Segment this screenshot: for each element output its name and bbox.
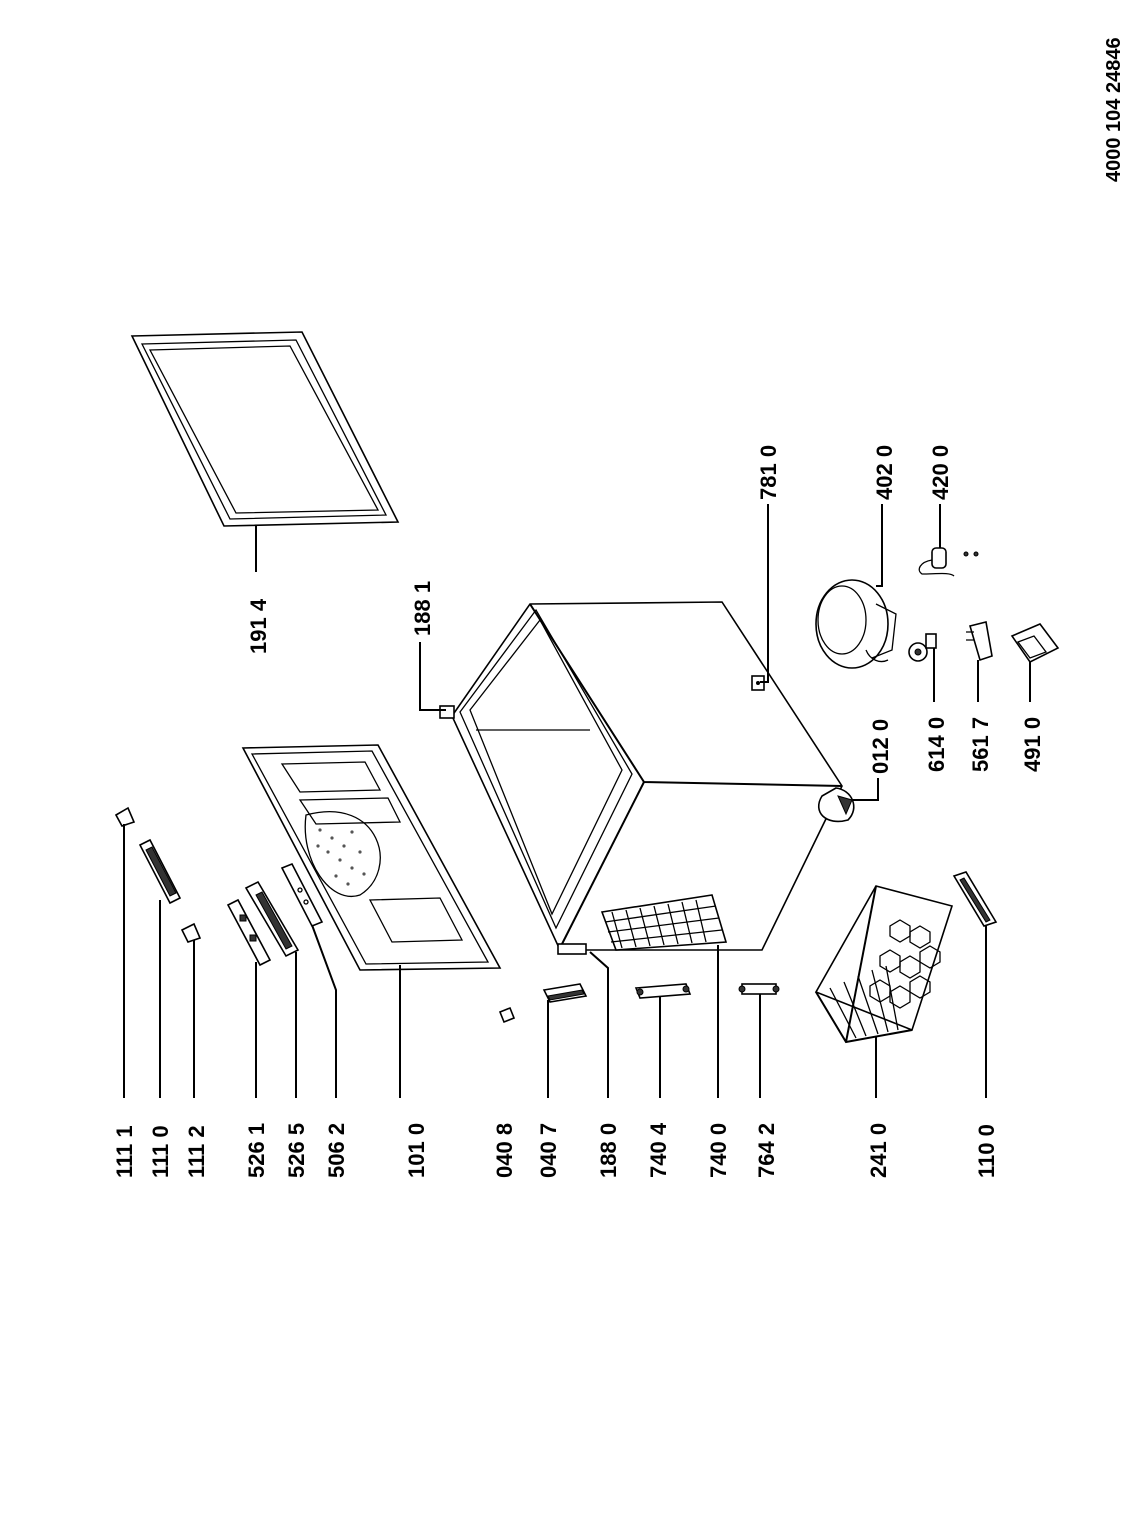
part-040-7	[542, 983, 588, 1003]
foot-part-012-0	[817, 787, 855, 823]
part-label-0408: 040 8	[492, 1123, 517, 1178]
leader-188-0	[589, 951, 609, 1098]
control-part-526-1	[226, 898, 272, 967]
part-label-1112: 111 2	[184, 1125, 209, 1178]
part-label-7400: 740 0	[706, 1123, 731, 1178]
lock-part-506-2	[280, 862, 324, 928]
part-label-1881: 188 1	[410, 581, 435, 636]
part-label-0120: 012 0	[868, 719, 893, 774]
document-number: 4000 104 24846	[1103, 37, 1125, 182]
freezer-cabinet	[439, 601, 843, 955]
part-label-7404: 740 4	[646, 1122, 671, 1178]
part-label-7810: 781 0	[756, 445, 781, 500]
part-label-1914: 191 4	[246, 598, 271, 654]
starter-relay-420-0	[918, 547, 979, 577]
clip-part-561-7	[966, 621, 993, 662]
bracket-part-491-0	[1010, 623, 1060, 664]
part-040-8	[498, 1006, 516, 1024]
part-label-0407: 040 7	[536, 1123, 561, 1178]
wire-basket	[814, 885, 954, 1044]
part-label-4200: 420 0	[928, 445, 953, 500]
hinge-part-111-1	[114, 806, 136, 827]
part-label-5617: 561 7	[968, 717, 993, 772]
part-label-2410: 241 0	[866, 1123, 891, 1178]
hinge-part-111-2	[180, 922, 202, 943]
part-label-1880: 188 0	[596, 1123, 621, 1178]
part-764-2	[738, 983, 780, 995]
part-label-4020: 402 0	[872, 445, 897, 500]
relay-part-614-0	[908, 633, 937, 662]
part-label-5265: 526 5	[284, 1123, 309, 1178]
compressor	[815, 579, 897, 669]
evaporator-grid	[600, 894, 728, 951]
leader-012-0	[852, 778, 879, 801]
part-label-6140: 614 0	[924, 717, 949, 772]
part-label-1111: 111 1	[112, 1125, 137, 1178]
leader-506-2	[311, 924, 337, 1098]
part-label-7642: 764 2	[754, 1123, 779, 1178]
part-label-4910: 491 0	[1020, 717, 1045, 772]
handle-part-111-0	[138, 838, 182, 905]
leader-188-1	[419, 642, 446, 711]
leader-781-0	[760, 504, 769, 683]
part-label-5261: 526 1	[244, 1123, 269, 1178]
lid-assembly	[241, 744, 502, 971]
control-part-526-5	[244, 880, 300, 958]
basket-handle-110-0	[952, 871, 998, 927]
part-label-1100: 110 0	[974, 1124, 999, 1178]
leader-402-0	[876, 504, 883, 587]
lid-gasket	[130, 331, 400, 527]
part-740-4	[634, 983, 692, 999]
part-label-5062: 506 2	[324, 1123, 349, 1178]
part-label-1110: 111 0	[148, 1125, 173, 1178]
part-label-1010: 101 0	[404, 1123, 429, 1178]
